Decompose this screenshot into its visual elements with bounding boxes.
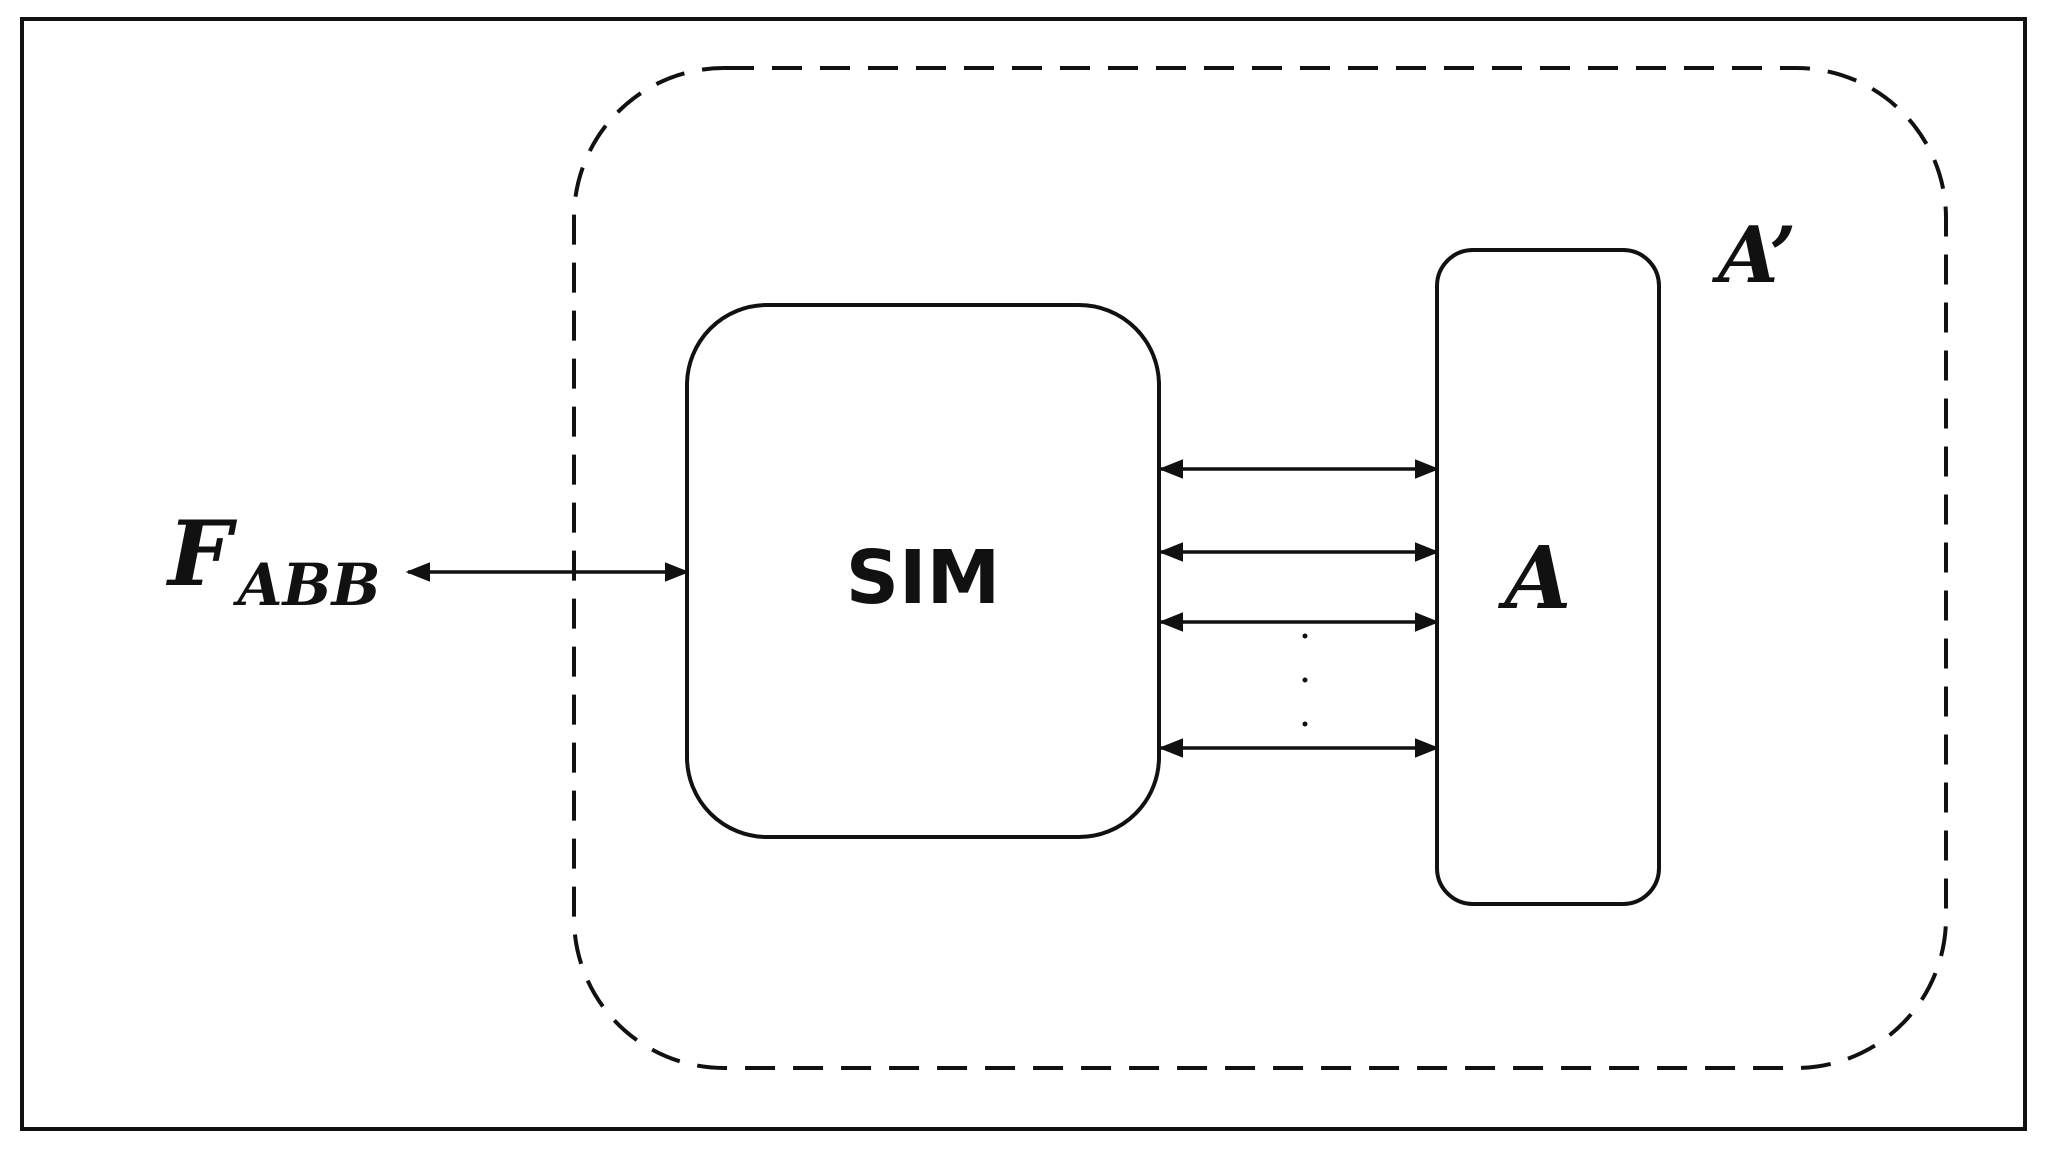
ellipsis-dot [1302,721,1308,727]
functionality-main: F [165,501,238,607]
composite-label: A’ [1711,210,1796,301]
simulator-label: SIM [846,535,1000,621]
channel-ellipsis [1302,633,1308,727]
outer-frame [20,17,2027,1131]
adversary-box [1435,248,1661,906]
functionality-subscript: ABB [232,551,380,619]
functionality-label: F ABB [165,501,381,619]
ellipsis-dot [1302,633,1308,639]
ellipsis-dot [1302,677,1308,683]
adversary-label: A [1498,528,1572,629]
